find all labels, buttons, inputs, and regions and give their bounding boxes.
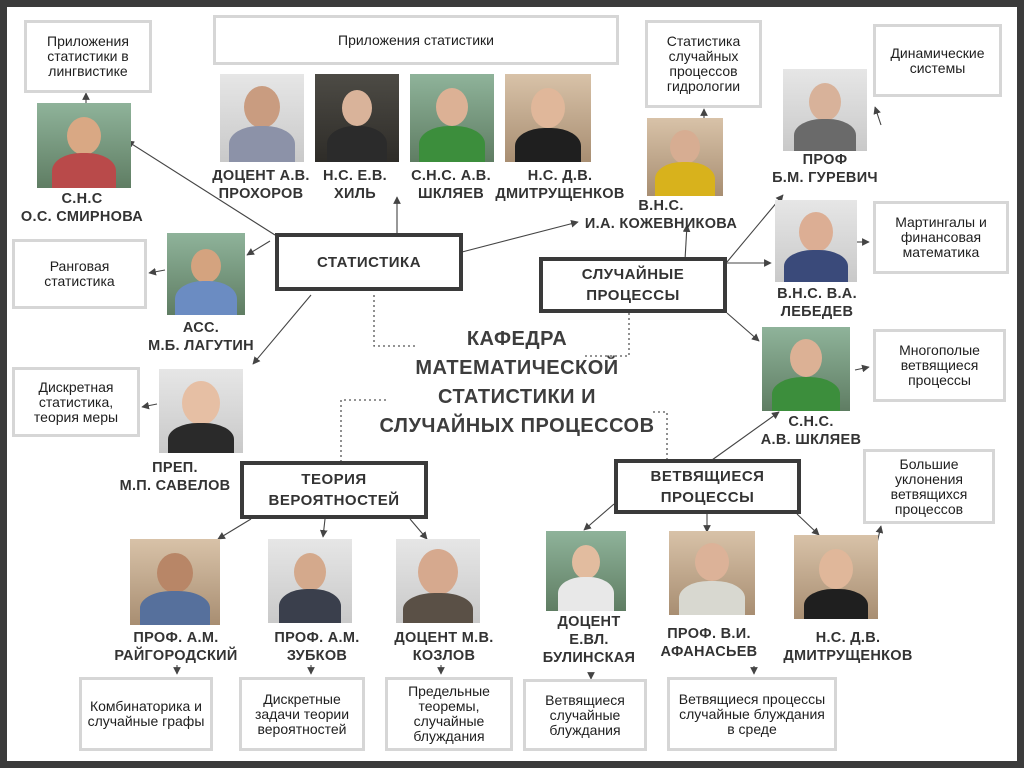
caption-dmitr-top: Н.С. Д.В. ДМИТРУЩЕНКОВ xyxy=(495,168,625,202)
arrow-gurevich-dynamic xyxy=(873,106,882,126)
photo-shklyaev-right xyxy=(762,327,850,411)
arrow-rp-shklyaev xyxy=(726,312,760,342)
topic-dynamic: Динамические системы xyxy=(873,24,1002,97)
caption-khil: Н.С. Е.В. ХИЛЬ xyxy=(323,168,387,202)
arrow-lagutin-rank xyxy=(148,267,166,276)
photo-smirnova xyxy=(37,103,131,188)
topic-discrete: Дискретная статистика, теория меры xyxy=(12,367,140,437)
caption-savelov: ПРЕП. М.П. САВЕЛОВ xyxy=(119,460,231,494)
topic-ling: Приложения статистики в лингвистике xyxy=(24,20,152,93)
arrow-stat-rp xyxy=(461,220,579,253)
topic-combinatorics: Комбинаторика и случайные графы xyxy=(79,677,213,751)
photo-lagutin xyxy=(167,233,245,315)
topic-martingales: Мартингалы и финансовая математика xyxy=(873,201,1009,274)
caption-raigorodsky: ПРОФ. А.М. РАЙГОРОДСКИЙ xyxy=(114,630,238,664)
arrow-savelov-discrete xyxy=(141,401,158,410)
dotted-tv-title xyxy=(340,399,389,462)
branch-probability[interactable]: ТЕОРИЯ ВЕРОЯТНОСТЕЙ xyxy=(240,461,428,519)
topic-rank: Ранговая статистика xyxy=(12,239,147,309)
caption-kozhevnikova: В.Н.С. И.А. КОЖЕВНИКОВА xyxy=(584,198,738,232)
caption-shklyaev-top: С.Н.С. А.В. ШКЛЯЕВ xyxy=(411,168,491,202)
dotted-bp-title xyxy=(650,411,668,460)
caption-kozlov: ДОЦЕНТ М.В. КОЗЛОВ xyxy=(394,630,494,664)
photo-lebedev xyxy=(775,200,857,282)
photo-shklyaev-top xyxy=(410,74,494,162)
topic-branch-env: Ветвящиеся процессы случайные блуждания … xyxy=(667,677,837,751)
caption-gurevich: ПРОФ Б.М. ГУРЕВИЧ xyxy=(772,152,878,186)
arrow-rp-kozhevnikova xyxy=(682,224,691,261)
title-line-2: МАТЕМАТИЧЕСКОЙ xyxy=(415,357,619,379)
topic-limit: Предельные теоремы, случайные блуждания xyxy=(385,677,513,751)
photo-kozhevnikova xyxy=(647,118,723,196)
topic-large-dev: Большие уклонения ветвящихся процессов xyxy=(863,449,995,524)
caption-lebedev: В.Н.С. В.А. ЛЕБЕДЕВ xyxy=(777,286,857,320)
branch-branching[interactable]: ВЕТВЯЩИЕСЯ ПРОЦЕССЫ xyxy=(614,459,801,514)
arrow-shklyaev-multitype xyxy=(854,364,870,373)
diagram-title: КАФЕДРА МАТЕМАТИЧЕСКОЙ СТАТИСТИКИ И СЛУЧ… xyxy=(367,325,667,441)
photo-savelov xyxy=(159,369,243,453)
caption-afanasyev: ПРОФ. В.И. АФАНАСЬЕВ xyxy=(660,626,758,660)
topic-stat-apps: Приложения статистики xyxy=(213,15,619,65)
arrow-bp-dmitr xyxy=(796,513,820,536)
topic-discrete-prob: Дискретные задачи теории вероятностей xyxy=(239,677,365,751)
caption-prokhorov: ДОЦЕНТ А.В. ПРОХОРОВ xyxy=(212,168,310,202)
caption-zubkov: ПРОФ. А.М. ЗУБКОВ xyxy=(274,630,360,664)
caption-shklyaev-right: С.Н.С. А.В. ШКЛЯЕВ xyxy=(760,414,862,448)
arrow-bp-bulinskaya xyxy=(583,503,615,531)
caption-smirnova: С.Н.С О.С. СМИРНОВА xyxy=(20,191,144,225)
arrow-tv-kozlov xyxy=(409,518,428,540)
caption-dmitr-bottom: Н.С. Д.В. ДМИТРУЩЕНКОВ xyxy=(783,630,913,664)
photo-zubkov xyxy=(268,539,352,623)
photo-bulinskaya xyxy=(546,531,626,611)
caption-bulinskaya: ДОЦЕНТ Е.ВЛ. БУЛИНСКАЯ xyxy=(542,614,636,666)
arrow-bp-shklyaev xyxy=(711,411,780,461)
topic-hydro: Статистика случайных процессов гидрологи… xyxy=(645,20,762,108)
topic-multitype: Многополые ветвящиеся процессы xyxy=(873,329,1006,402)
caption-lagutin: АСС. М.Б. ЛАГУТИН xyxy=(148,320,254,354)
title-line-4: СЛУЧАЙНЫХ ПРОЦЕССОВ xyxy=(379,415,655,437)
branch-statistics[interactable]: СТАТИСТИКА xyxy=(275,233,463,291)
arrow-stat-savelov xyxy=(252,294,312,365)
arrow-tv-raigorodsky xyxy=(217,518,252,540)
branch-random-processes[interactable]: СЛУЧАЙНЫЕ ПРОЦЕССЫ xyxy=(539,257,727,313)
photo-raigorodsky xyxy=(130,539,220,625)
arrow-rp-gurevich xyxy=(726,194,784,263)
arrow-tv-zubkov xyxy=(319,518,328,538)
arrow-stat-smirnova xyxy=(126,140,276,236)
photo-gurevich xyxy=(783,69,867,151)
diagram-canvas: КАФЕДРА МАТЕМАТИЧЕСКОЙ СТАТИСТИКИ И СЛУЧ… xyxy=(7,7,1017,761)
title-line-3: СТАТИСТИКИ И xyxy=(438,386,596,408)
photo-khil xyxy=(315,74,399,162)
photo-dmitr-top xyxy=(505,74,591,162)
title-line-1: КАФЕДРА xyxy=(466,328,568,350)
photo-kozlov xyxy=(396,539,480,623)
photo-dmitr-bottom xyxy=(794,535,878,619)
photo-afanasyev xyxy=(669,531,755,615)
dotted-stat-title xyxy=(373,295,417,347)
photo-prokhorov xyxy=(220,74,304,162)
topic-branch-walks: Ветвящиеся случайные блуждания xyxy=(523,679,647,751)
arrow-stat-lagutin xyxy=(246,240,271,256)
